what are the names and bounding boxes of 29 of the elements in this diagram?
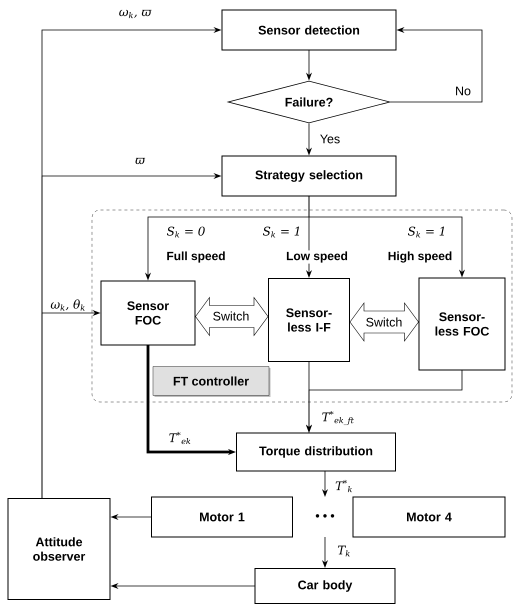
process-box: Attitude observer (8, 498, 110, 600)
switch-double-arrow (350, 302, 419, 342)
mode-label: Low speed (285, 250, 349, 264)
process-box: Strategy selection (222, 156, 396, 196)
edge-label: ω$_{k}$, ϖ (118, 8, 152, 20)
process-box: Motor 1 (151, 496, 293, 538)
controller-button: FT controller (152, 366, 270, 397)
process-box: Sensor-less I-F (268, 278, 350, 362)
process-box: Motor 4 (352, 496, 506, 538)
edge-label: S$_{k}$ = 1 (406, 226, 448, 238)
process-box: Sensor FOC (100, 280, 196, 346)
edge-label: No (454, 86, 472, 96)
ellipsis-dots: • • • (314, 513, 336, 521)
process-box: Sensor detection (222, 10, 396, 50)
edge-label: Yes (318, 134, 342, 144)
process-box: Sensor-less FOC (418, 278, 506, 370)
process-box: Torque distribution (236, 432, 396, 472)
edge-label: Switch (366, 317, 402, 327)
process-box: Car body (254, 568, 396, 604)
edge-label: S$_{k}$ = 1 (262, 226, 302, 238)
edge-label: S$_{k}$ = 0 (166, 226, 206, 238)
dashed-group-frame (92, 210, 512, 402)
edge-label: T$_{k}$ (336, 544, 352, 558)
mode-label: Full speed (165, 250, 227, 264)
mode-label: High speed (386, 250, 454, 264)
edge-label: Switch (213, 311, 249, 321)
switch-double-arrow (195, 296, 268, 336)
edge-label: ω$_{k}$, θ$_{k}$ (49, 298, 87, 312)
edge-label: ϖ (134, 156, 146, 166)
